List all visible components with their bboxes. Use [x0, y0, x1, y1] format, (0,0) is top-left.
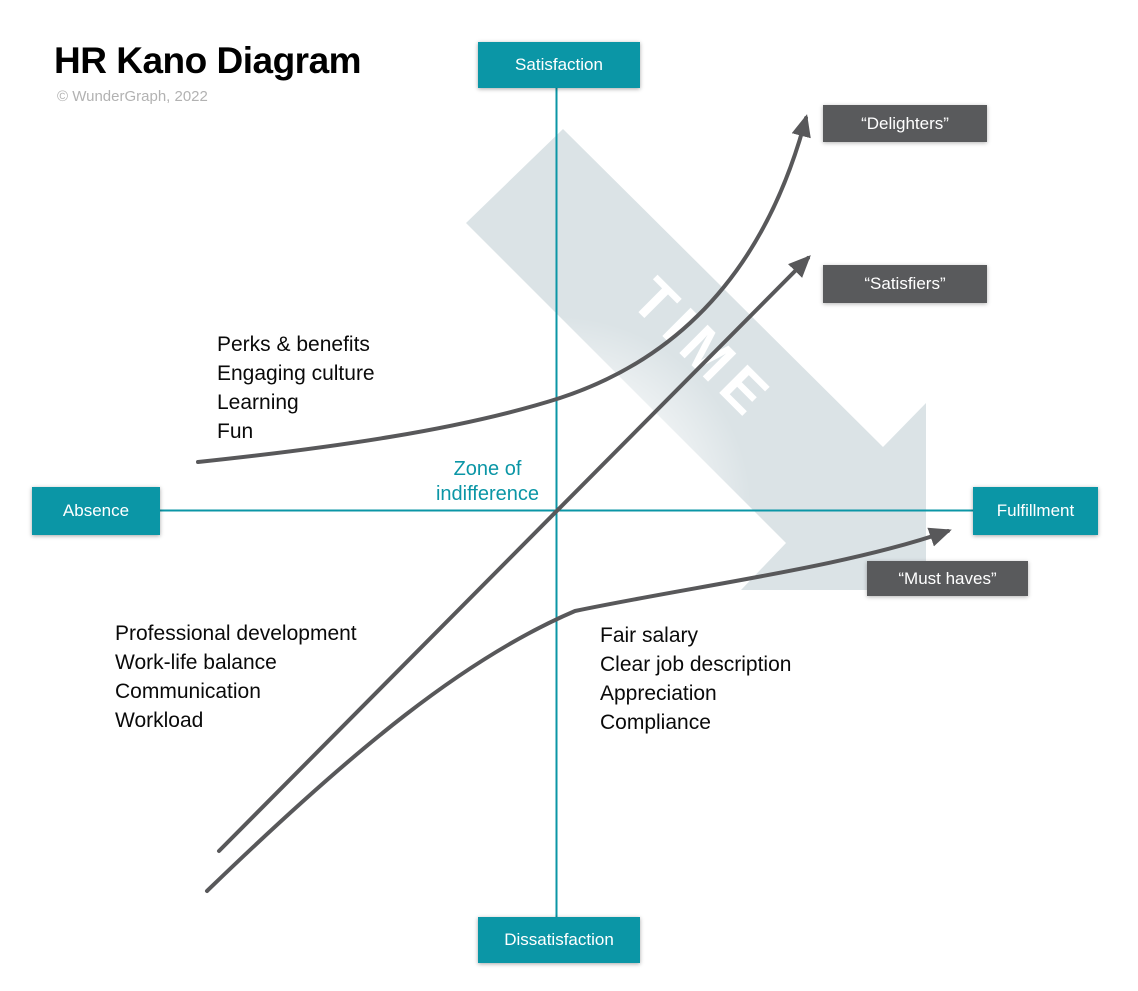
zone-label-line2: indifference	[435, 483, 540, 505]
satisfaction-label-box: Satisfaction	[478, 42, 640, 88]
satisfiers-label-box: “Satisfiers”	[823, 265, 987, 303]
dissatisfaction-label-box: Dissatisfaction	[478, 917, 640, 963]
center-glow-tail	[190, 670, 410, 890]
list-item: Workload	[115, 709, 204, 732]
zone-of-indifference-label: Zone of indifference	[405, 457, 570, 507]
must-haves-curve	[205, 527, 952, 893]
list-item: Learning	[217, 391, 299, 414]
list-item: Clear job description	[600, 653, 792, 676]
time-watermark-arrow	[466, 129, 926, 590]
satisfiers-curve	[217, 255, 811, 853]
list-item: Work-life balance	[115, 651, 277, 674]
list-item: Professional development	[115, 622, 357, 645]
must-haves-label-box: “Must haves”	[867, 561, 1028, 596]
delighters-curve	[196, 114, 811, 464]
fulfillment-label-box: Fulfillment	[973, 487, 1098, 535]
absence-label-box: Absence	[32, 487, 160, 535]
page-title: HR Kano Diagram	[54, 40, 362, 81]
list-item: Fair salary	[600, 624, 699, 647]
zone-label-line1: Zone of	[453, 458, 522, 480]
list-item: Perks & benefits	[217, 333, 370, 356]
top-left-quadrant-list: Perks & benefits Engaging culture Learni…	[217, 330, 375, 446]
list-item: Communication	[115, 680, 261, 703]
list-item: Compliance	[600, 711, 711, 734]
list-item: Appreciation	[600, 682, 717, 705]
list-item: Engaging culture	[217, 362, 375, 385]
copyright-text: © WunderGraph, 2022	[57, 88, 208, 105]
bottom-right-quadrant-list: Fair salary Clear job description Apprec…	[600, 621, 791, 737]
list-item: Fun	[217, 420, 254, 443]
bottom-left-quadrant-list: Professional development Work-life balan…	[115, 619, 357, 735]
delighters-label-box: “Delighters”	[823, 105, 987, 142]
